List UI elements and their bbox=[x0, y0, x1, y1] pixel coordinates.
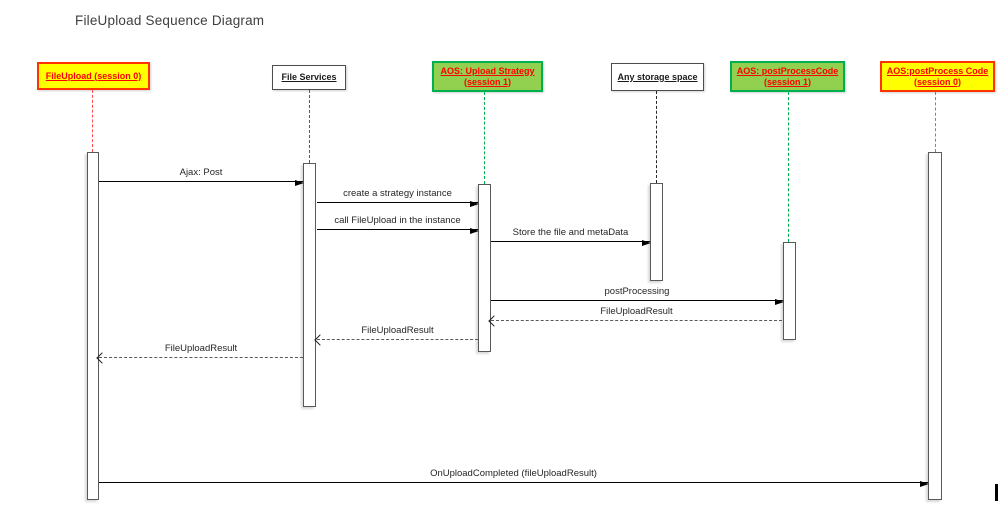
arrow-line bbox=[491, 241, 650, 242]
activation-postprocesscode-session1 bbox=[783, 242, 796, 340]
arrowhead-right-icon bbox=[920, 480, 929, 487]
arrow-line bbox=[491, 320, 782, 321]
message-fileuploadresult-to-fileupload: FileUploadResult bbox=[96, 340, 303, 364]
arrow-line bbox=[99, 181, 303, 182]
arrow-line bbox=[317, 229, 478, 230]
lifeline-fileupload-session0 bbox=[92, 90, 93, 152]
message-onuploadcompleted: OnUploadCompleted (fileUploadResult) bbox=[99, 465, 929, 487]
arrow-line bbox=[317, 202, 478, 203]
arrow-line bbox=[491, 300, 783, 301]
activation-upload-strategy bbox=[478, 184, 491, 352]
activation-fileupload-session0 bbox=[87, 152, 99, 500]
actor-label: AOS: postProcessCode (session 1) bbox=[736, 65, 839, 87]
lifeline-upload-strategy bbox=[484, 92, 485, 184]
activation-postprocess-code-session0 bbox=[928, 152, 942, 500]
message-label: create a strategy instance bbox=[343, 188, 452, 199]
message-store-file-metadata: Store the file and metaData bbox=[491, 224, 651, 246]
actor-label: FileUpload (session 0) bbox=[45, 70, 142, 81]
message-label: FileUploadResult bbox=[164, 343, 238, 354]
message-postprocessing: postProcessing bbox=[491, 283, 784, 305]
message-label: Store the file and metaData bbox=[512, 227, 629, 238]
actor-label: Any storage space bbox=[617, 71, 698, 82]
arrow-line bbox=[99, 357, 303, 358]
arrowhead-right-icon bbox=[470, 227, 479, 234]
message-label: OnUploadCompleted (fileUploadResult) bbox=[430, 468, 597, 479]
actor-head-file-services: File Services bbox=[272, 65, 346, 90]
message-fileuploadresult-to-fileservices: FileUploadResult bbox=[314, 322, 478, 346]
activation-storage-space bbox=[650, 183, 663, 281]
actor-label: AOS: Upload Strategy (session 1) bbox=[440, 65, 535, 87]
message-label: FileUploadResult bbox=[600, 306, 673, 317]
message-create-strategy-instance: create a strategy instance bbox=[317, 185, 479, 207]
message-label: Ajax: Post bbox=[179, 167, 223, 178]
arrowhead-right-icon bbox=[470, 200, 479, 207]
actor-head-postprocess-code-session0: AOS:postProcess Code (session 0) bbox=[880, 61, 995, 92]
lifeline-storage-space bbox=[656, 91, 657, 183]
arrowhead-right-icon bbox=[295, 179, 304, 186]
arrow-line bbox=[317, 339, 478, 340]
actor-head-postprocesscode-session1: AOS: postProcessCode (session 1) bbox=[730, 61, 845, 92]
arrowhead-right-icon bbox=[775, 298, 784, 305]
text-cursor-mark bbox=[995, 484, 998, 501]
message-fileuploadresult-to-strategy: FileUploadResult bbox=[488, 303, 782, 327]
message-label: call FileUpload in the instance bbox=[334, 215, 461, 226]
lifeline-postprocesscode-session1 bbox=[788, 92, 789, 242]
message-label: postProcessing bbox=[604, 286, 670, 297]
diagram-title: FileUpload Sequence Diagram bbox=[75, 13, 265, 28]
actor-label: AOS:postProcess Code (session 0) bbox=[886, 65, 989, 87]
arrowhead-right-icon bbox=[642, 239, 651, 246]
lifeline-postprocess-code-session0 bbox=[935, 92, 936, 152]
message-call-fileupload-instance: call FileUpload in the instance bbox=[317, 212, 479, 234]
message-label: FileUploadResult bbox=[361, 325, 434, 336]
actor-head-upload-strategy: AOS: Upload Strategy (session 1) bbox=[432, 61, 543, 92]
actor-head-fileupload-session0: FileUpload (session 0) bbox=[37, 62, 150, 90]
actor-head-storage-space: Any storage space bbox=[611, 63, 704, 91]
actor-label: File Services bbox=[281, 72, 337, 83]
arrow-line bbox=[99, 482, 928, 483]
lifeline-file-services bbox=[309, 90, 310, 163]
message-ajax-post: Ajax: Post bbox=[99, 164, 304, 186]
activation-file-services bbox=[303, 163, 316, 407]
